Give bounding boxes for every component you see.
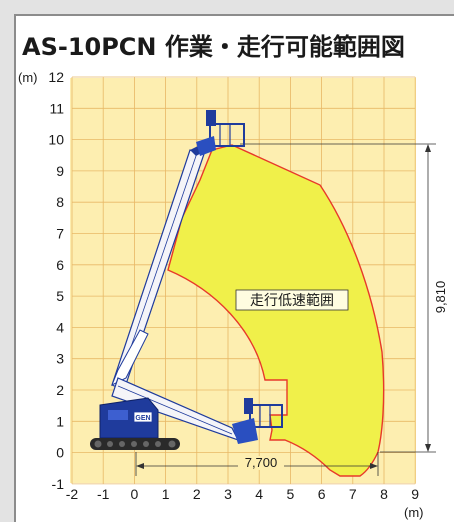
machine-badge: GEN bbox=[135, 415, 150, 422]
y-tick-label: 9 bbox=[56, 163, 64, 179]
x-tick-label: 1 bbox=[162, 486, 170, 502]
zone-label: 走行低速範囲 bbox=[250, 292, 334, 308]
zone-label-box bbox=[235, 289, 349, 311]
y-tick-label: 10 bbox=[48, 132, 64, 148]
page-title: AS-10PCN 作業・走行可能範囲図 bbox=[22, 33, 405, 61]
x-tick-label: 9 bbox=[411, 486, 419, 502]
dim-height-arrow-top bbox=[425, 144, 431, 152]
dim-width-arrow-right bbox=[370, 463, 378, 469]
y-tick-label: 0 bbox=[56, 445, 64, 461]
x-tick-label: -1 bbox=[97, 486, 110, 502]
y-tick-label: 7 bbox=[56, 226, 64, 242]
y-tick-label: 2 bbox=[56, 382, 64, 398]
dim-height-arrow-bottom bbox=[425, 444, 431, 452]
x-tick-label: 3 bbox=[224, 486, 232, 502]
y-tick-label: -1 bbox=[52, 476, 65, 492]
y-axis-unit: (m) bbox=[18, 70, 38, 85]
y-tick-label: 1 bbox=[56, 413, 64, 429]
x-tick-label: 4 bbox=[255, 486, 263, 502]
x-tick-label: 2 bbox=[193, 486, 201, 502]
raised-boom-lift bbox=[111, 110, 245, 391]
x-tick-label: 8 bbox=[380, 486, 388, 502]
dim-width-arrow-left bbox=[136, 463, 144, 469]
y-tick-label: 11 bbox=[49, 100, 64, 116]
y-tick-label: 4 bbox=[56, 319, 64, 335]
x-axis-unit: (m) bbox=[404, 505, 424, 520]
x-tick-label: -2 bbox=[66, 486, 79, 502]
x-axis-tick-labels: -2 -1 0 1 2 3 4 5 6 7 8 9 bbox=[66, 486, 420, 502]
y-tick-label: 6 bbox=[56, 257, 64, 273]
y-tick-label: 5 bbox=[56, 288, 64, 304]
dim-width-label-bg bbox=[238, 456, 284, 470]
y-tick-label: 3 bbox=[56, 351, 64, 367]
dim-height-label: 9,810 bbox=[433, 281, 448, 314]
x-tick-label: 6 bbox=[318, 486, 326, 502]
x-tick-label: 5 bbox=[287, 486, 295, 502]
working-range-area bbox=[167, 144, 385, 477]
x-tick-label: 7 bbox=[349, 486, 357, 502]
x-tick-label: 0 bbox=[131, 486, 139, 502]
dim-width-label: 7,700 bbox=[245, 455, 278, 470]
y-tick-label: 8 bbox=[56, 194, 64, 210]
y-tick-label: 12 bbox=[48, 69, 64, 85]
base-boom-lift: GEN bbox=[90, 377, 283, 450]
